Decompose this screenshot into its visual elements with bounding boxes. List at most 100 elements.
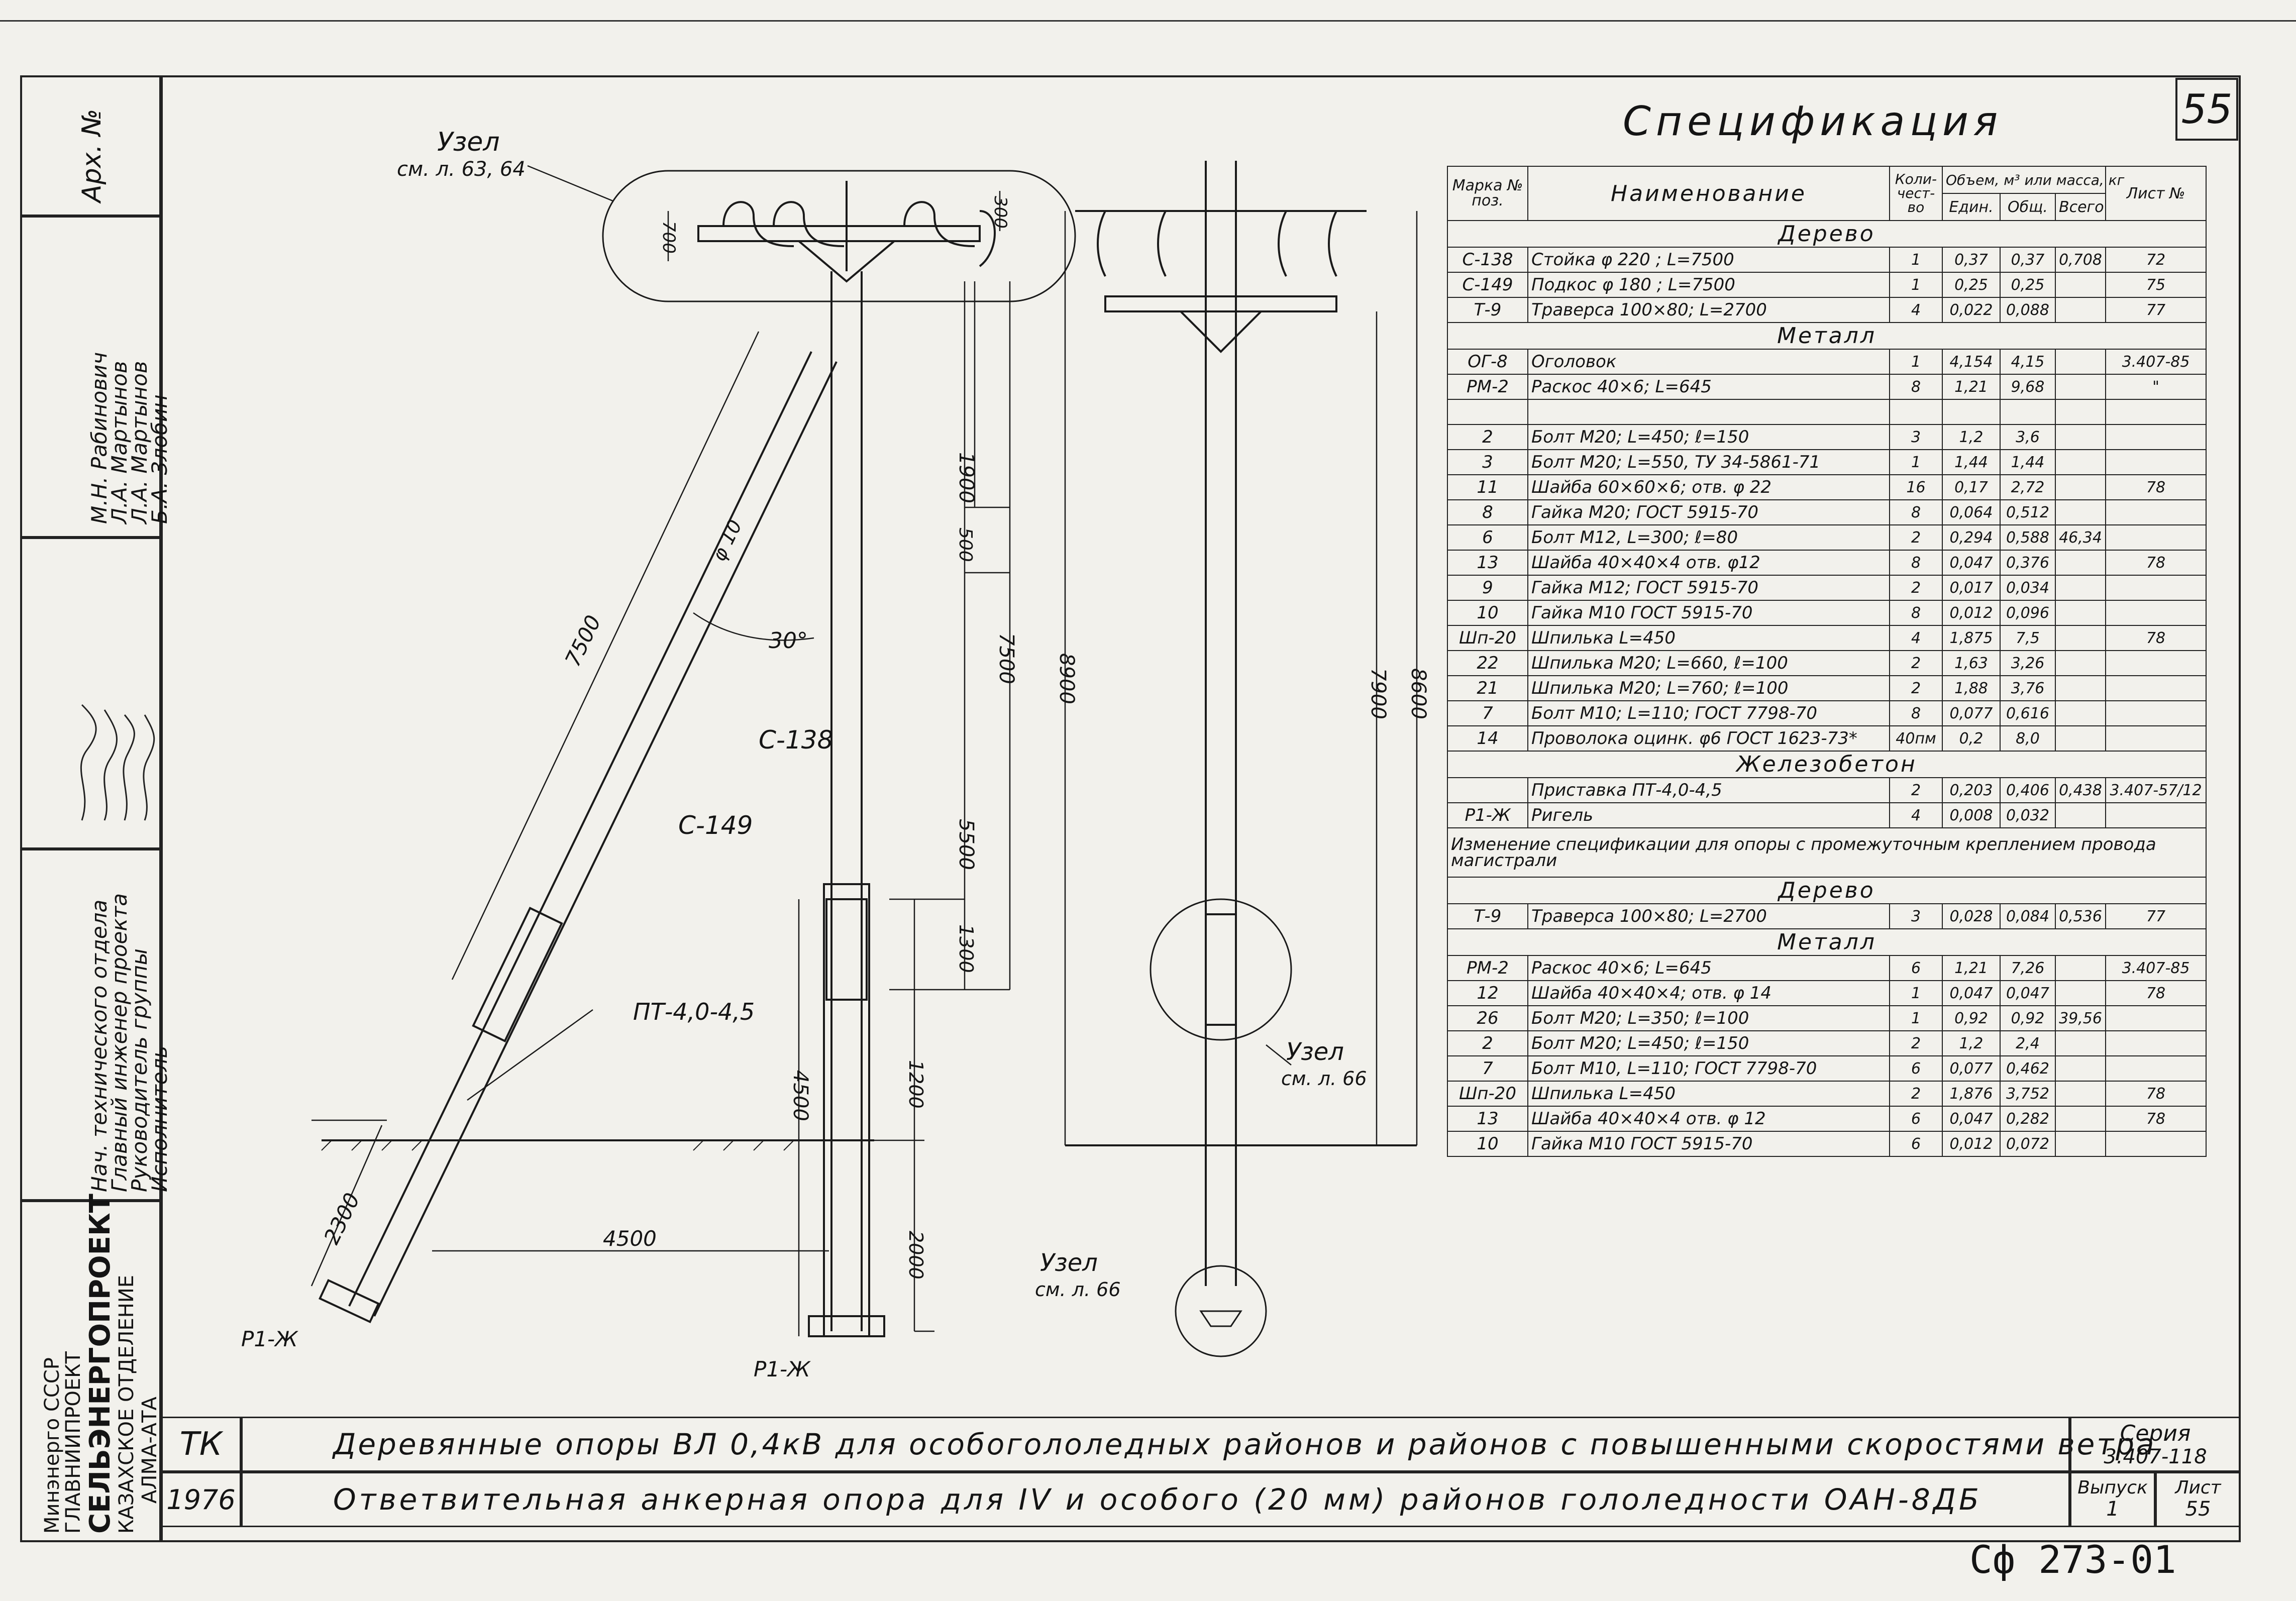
label-c138: С-138 bbox=[759, 725, 833, 755]
spec-mark: 10 bbox=[1447, 1131, 1528, 1157]
leader-top bbox=[527, 165, 613, 202]
spec-sheet: " bbox=[2105, 374, 2207, 400]
node-mid-ref: см. л. 66 bbox=[1281, 1068, 1367, 1090]
organization-box: Минэнерго СССР ГЛАВНИИПРОЕКТ СЕЛЬЭНЕРГОП… bbox=[20, 1194, 161, 1542]
spec-total: 0,032 bbox=[2000, 802, 2056, 828]
dim-1900: 1900 bbox=[955, 452, 978, 503]
spec-all bbox=[2054, 399, 2107, 425]
spec-all bbox=[2054, 1106, 2107, 1132]
header-volume: Объем, м³ или масса, кг bbox=[1941, 166, 2124, 194]
spec-unit: 1,875 bbox=[1942, 625, 2001, 651]
label-c149: С-149 bbox=[678, 811, 753, 840]
spec-unit: 0,064 bbox=[1942, 499, 2001, 525]
spec-mark: 10 bbox=[1447, 600, 1528, 626]
spec-sheet bbox=[2105, 725, 2207, 752]
spec-unit: 1,21 bbox=[1942, 955, 2001, 981]
spec-mark: 2 bbox=[1447, 424, 1528, 450]
spec-sheet bbox=[2105, 675, 2207, 701]
tb-title2-text: Ответвительная анкерная опора для IV и о… bbox=[333, 1482, 1982, 1517]
main-pole bbox=[830, 271, 863, 1331]
spec-all bbox=[2054, 575, 2107, 601]
label-r1-left: Р1-Ж bbox=[241, 1327, 298, 1351]
spec-name: Шпилька L=450 bbox=[1527, 1081, 1890, 1107]
spec-qty: 1 bbox=[1889, 247, 1943, 273]
spec-unit: 0,077 bbox=[1942, 700, 2001, 726]
spec-qty: 40пм bbox=[1889, 725, 1943, 752]
spec-all bbox=[2054, 600, 2107, 626]
spec-name: Приставка ПТ-4,0-4,5 bbox=[1527, 777, 1890, 803]
spec-section-title: Металл bbox=[1446, 928, 2207, 956]
bottom-beam bbox=[808, 1315, 885, 1337]
spec-sheet bbox=[2105, 1055, 2207, 1082]
spec-total: 0,92 bbox=[2000, 1005, 2056, 1031]
spec-qty: 8 bbox=[1889, 374, 1943, 400]
spec-all bbox=[2054, 675, 2107, 701]
leader-pt bbox=[467, 1009, 593, 1101]
spec-unit: 4,154 bbox=[1942, 349, 2001, 375]
spec-total: 7,5 bbox=[2000, 625, 2056, 651]
spec-total: 7,26 bbox=[2000, 955, 2056, 981]
header-mark: Марка № поз. bbox=[1447, 166, 1528, 221]
spec-qty: 4 bbox=[1889, 297, 1943, 323]
spec-unit: 1,63 bbox=[1942, 650, 2001, 676]
spec-qty: 1 bbox=[1889, 449, 1943, 475]
spec-section-header: Дерево bbox=[1446, 877, 2207, 904]
spec-qty: 2 bbox=[1889, 575, 1943, 601]
spec-unit: 1,2 bbox=[1942, 424, 2001, 450]
spec-qty: 4 bbox=[1889, 625, 1943, 651]
spec-all bbox=[2054, 700, 2107, 726]
spec-total: 3,26 bbox=[2000, 650, 2056, 676]
spec-sheet bbox=[2105, 399, 2207, 425]
spec-all bbox=[2054, 297, 2107, 323]
spec-qty: 2 bbox=[1889, 675, 1943, 701]
top-node-outline bbox=[602, 170, 1076, 302]
sheet-number: 55 bbox=[2181, 86, 2233, 133]
names-box: М.Н. Рабинович Л.А. Мартынов Л.А. Мартын… bbox=[20, 216, 172, 538]
label-r1-right: Р1-Ж bbox=[754, 1357, 811, 1381]
strut-beam bbox=[319, 1278, 380, 1324]
dim-500: 500 bbox=[955, 527, 976, 562]
spec-sheet: 3.407-85 bbox=[2105, 955, 2207, 981]
dim-2300: 2300 bbox=[319, 1189, 365, 1248]
dimension-lines bbox=[310, 191, 1418, 1336]
tb-title1: Деревянные опоры ВЛ 0,4кВ для особоголол… bbox=[241, 1417, 2154, 1472]
spec-mark: 14 bbox=[1447, 725, 1528, 752]
spec-unit bbox=[1942, 399, 2001, 425]
node-top-ref: см. л. 63, 64 bbox=[397, 158, 526, 181]
spec-qty: 1 bbox=[1889, 272, 1943, 298]
spec-mark: 8 bbox=[1447, 499, 1528, 525]
dim-1300: 1300 bbox=[955, 924, 977, 973]
spec-sheet bbox=[2105, 1030, 2207, 1056]
spec-sheet: 78 bbox=[2105, 474, 2207, 500]
spec-total: 0,072 bbox=[2000, 1131, 2056, 1157]
archive-label: Арх. № bbox=[77, 109, 107, 203]
label-pt: ПТ-4,0-4,5 bbox=[633, 998, 755, 1025]
spec-qty: 6 bbox=[1889, 1131, 1943, 1157]
spec-all bbox=[2054, 650, 2107, 676]
spec-unit: 1,2 bbox=[1942, 1030, 2001, 1056]
spec-unit: 0,92 bbox=[1942, 1005, 2001, 1031]
org-line-3: СЕЛЬЭНЕРГОПРОЕКТ bbox=[84, 1194, 117, 1534]
pole-drawing: Узел см. л. 63, 64 С-149 С-138 ПТ-4,0-4,… bbox=[241, 127, 1430, 1381]
tb-series: Серия 3.407-118 bbox=[2070, 1417, 2241, 1472]
spec-all bbox=[2054, 1131, 2107, 1157]
spec-unit: 0,203 bbox=[1942, 777, 2001, 803]
org-line-5: АЛМА-АТА bbox=[138, 1397, 161, 1504]
spec-sheet: 78 bbox=[2105, 1081, 2207, 1107]
spec-name: Шпилька М20; L=760; ℓ=100 bbox=[1527, 675, 1890, 701]
inner-frame bbox=[161, 75, 2243, 1542]
spec-mark: 13 bbox=[1447, 550, 1528, 576]
spec-all bbox=[2054, 802, 2107, 828]
spec-sheet bbox=[2105, 575, 2207, 601]
dim-4500-v: 4500 bbox=[789, 1070, 812, 1121]
spec-sheet: 78 bbox=[2105, 980, 2207, 1006]
